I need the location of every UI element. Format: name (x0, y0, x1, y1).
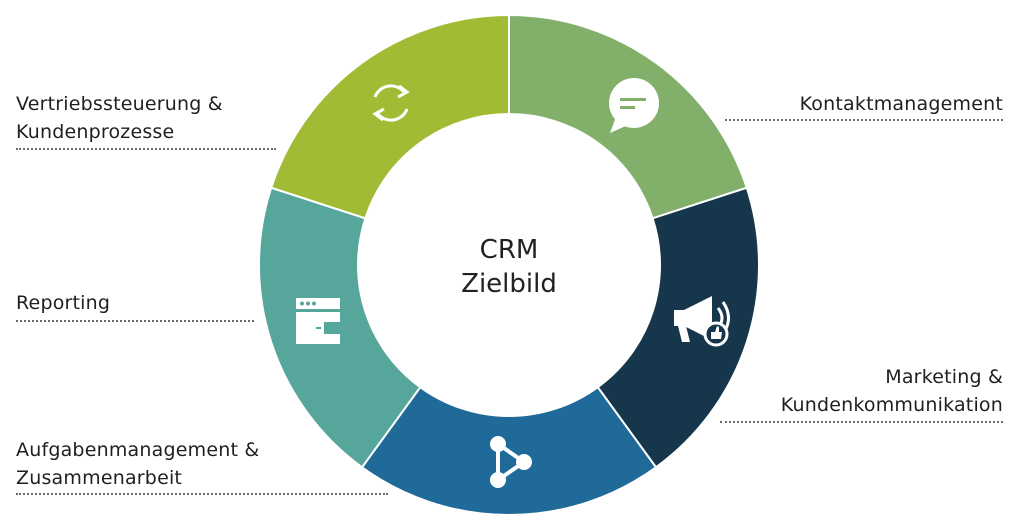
label-line: Kundenkommunikation (780, 394, 1003, 416)
label-line: Kontaktmanagement (799, 93, 1003, 115)
label-kontaktmanagement: Kontaktmanagement (800, 90, 1003, 118)
divider-line (16, 148, 276, 150)
divider-line (16, 320, 254, 322)
label-line: Marketing & (885, 366, 1003, 388)
speech-bubble-icon (609, 78, 659, 133)
label-aufgabenmanagement: Aufgabenmanagement & Zusammenarbeit (16, 436, 259, 492)
label-line: Reporting (16, 292, 111, 314)
ring-segment-reporting (258, 186, 422, 469)
divider-line (720, 421, 1003, 423)
ring-segment-vertrieb (269, 13, 510, 220)
label-line: Zusammenarbeit (16, 467, 183, 489)
center-title-line1: CRM (479, 235, 539, 265)
label-marketing: Marketing & Kundenkommunikation (781, 363, 1003, 419)
label-line: Kundenprozesse (16, 121, 175, 143)
refresh-cycle-icon (372, 84, 410, 122)
center-title: CRM Zielbild (409, 233, 609, 301)
megaphone-icon (674, 296, 730, 347)
divider-line (725, 119, 1003, 121)
network-share-icon (490, 436, 532, 488)
divider-line (16, 493, 388, 495)
center-title-line2: Zielbild (461, 269, 557, 299)
label-line: Aufgabenmanagement & (16, 439, 260, 461)
label-vertriebssteuerung: Vertriebssteuerung & Kundenprozesse (16, 90, 223, 146)
label-reporting: Reporting (16, 289, 110, 317)
browser-window-icon (296, 298, 340, 344)
label-line: Vertriebssteuerung & (16, 93, 223, 115)
